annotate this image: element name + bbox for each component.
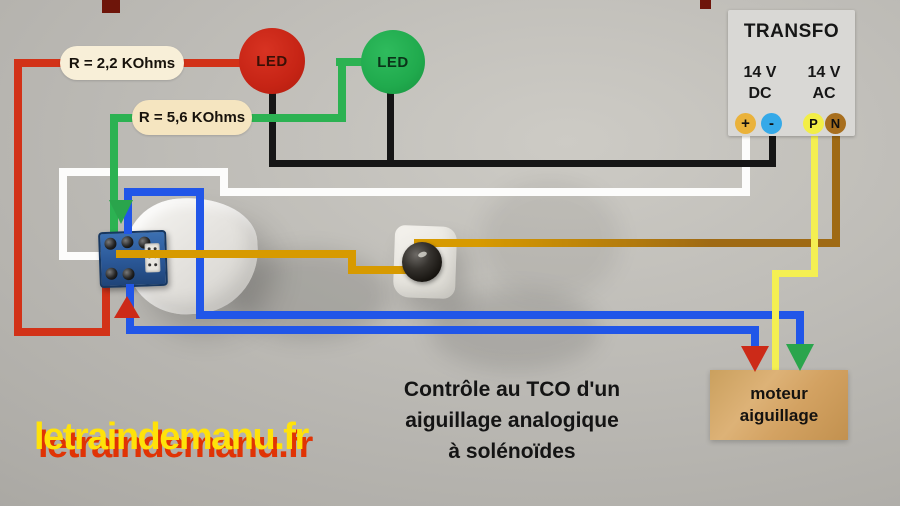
wire-yellow-ac-p <box>772 270 818 277</box>
wire-brown-button-ac-n <box>414 239 838 247</box>
wire-red-led <box>102 277 110 336</box>
wire-red-led <box>14 59 22 336</box>
wire-orange-switch-button <box>348 250 356 274</box>
switch-screw <box>122 267 135 281</box>
caption-line-2: aiguillage analogique <box>405 409 619 432</box>
ac-voltage: 14 V <box>807 64 841 81</box>
wire-orange-switch-button <box>116 250 356 258</box>
wire-black-led-red <box>269 92 276 167</box>
caption: Contrôle au TCO d'un aiguillage analogiq… <box>370 374 654 467</box>
led-green-label: LED <box>377 53 409 71</box>
wire-green-led <box>338 58 346 122</box>
terminal-n: N <box>825 113 846 134</box>
caption-line-1: Contrôle au TCO d'un <box>403 378 621 401</box>
current-arrow-green-down <box>109 200 133 224</box>
led-red: LED <box>239 28 305 94</box>
resistor-label-5-6k: R = 5,6 KOhms <box>132 100 252 135</box>
resistor-value: R = 2,2 KOhms <box>68 54 176 72</box>
motor-label-line1: moteur <box>750 384 808 403</box>
wire-red-led <box>14 328 110 336</box>
wire-black-return <box>269 160 776 167</box>
photo-artifact <box>102 0 120 13</box>
wire-blue-switch-bottom <box>126 326 759 334</box>
wire-blue-switch-top <box>124 188 204 196</box>
terminal-p: P <box>803 113 824 134</box>
wire-blue-switch-top <box>196 311 804 319</box>
wire-white-dc-plus <box>59 168 67 260</box>
transfo-ac-column: 14 V AC <box>794 62 854 104</box>
wire-green-led <box>336 58 366 66</box>
ac-label: AC <box>812 85 836 102</box>
switch-screw <box>121 235 134 249</box>
watermark: letraindemanu.fr <box>34 416 309 458</box>
push-button <box>402 242 442 282</box>
wire-yellow-ac-p <box>772 270 779 374</box>
wire-white-dc-plus <box>224 188 750 196</box>
terminal-minus: - <box>761 113 782 134</box>
motor-arrow-red-down <box>741 346 769 372</box>
dc-label: DC <box>748 85 772 102</box>
wire-black-return <box>769 130 776 167</box>
caption-line-3: à solénoïdes <box>448 440 576 463</box>
transfo-box: TRANSFO 14 V DC 14 V AC + - P N <box>728 10 855 136</box>
resistor-label-2-2k: R = 2,2 KOhms <box>60 46 184 80</box>
toggle-switch <box>98 229 168 289</box>
wire-blue-switch-top <box>796 311 804 347</box>
transfo-title: TRANSFO <box>743 21 840 42</box>
switch-screw <box>105 267 118 280</box>
wire-orange-switch-button <box>348 266 412 274</box>
terminal-plus: + <box>735 113 756 134</box>
motor-box: moteur aiguillage <box>710 370 848 440</box>
wire-brown-button-ac-n <box>832 130 840 247</box>
led-red-label: LED <box>256 52 288 70</box>
switch-screw <box>104 237 117 250</box>
wire-blue-switch-bottom <box>751 326 759 348</box>
dc-voltage: 14 V <box>743 64 777 81</box>
wall-shadow <box>230 250 390 340</box>
led-green: LED <box>361 30 425 94</box>
wire-white-dc-plus <box>59 252 107 260</box>
motor-label-line2: aiguillage <box>739 406 819 425</box>
resistor-value: R = 5,6 KOhms <box>138 109 246 126</box>
current-arrow-red-up <box>114 296 140 318</box>
wire-white-dc-plus <box>220 168 228 196</box>
motor-arrow-green-down <box>786 344 814 371</box>
wire-green-led <box>110 114 118 238</box>
photo-artifact <box>700 0 711 9</box>
wire-yellow-ac-p <box>811 130 818 277</box>
wire-white-dc-plus <box>59 168 228 176</box>
wire-black-led-green <box>387 92 394 167</box>
transfo-dc-column: 14 V DC <box>730 62 790 104</box>
